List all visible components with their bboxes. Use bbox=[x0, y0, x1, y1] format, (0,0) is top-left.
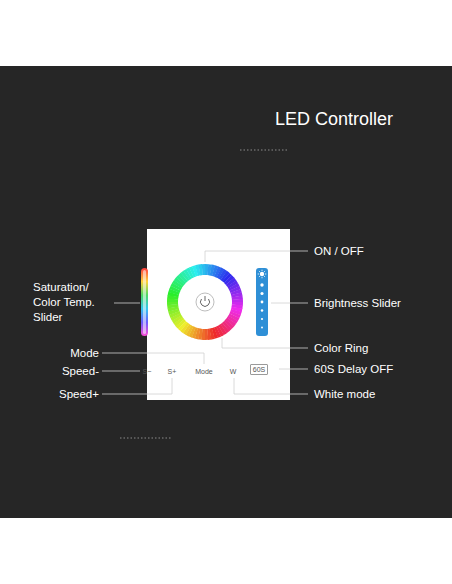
power-icon bbox=[205, 296, 206, 301]
sun-ray bbox=[265, 274, 266, 275]
brightness-dot bbox=[261, 301, 264, 304]
color-ring bbox=[167, 264, 243, 340]
dark-panel bbox=[0, 66, 452, 518]
ring-segment bbox=[167, 302, 178, 306]
sun-icon bbox=[260, 272, 264, 276]
callout-label: ON / OFF bbox=[314, 244, 364, 259]
sun-ray bbox=[262, 277, 263, 278]
sun-ray bbox=[262, 270, 263, 271]
callout-label: Mode bbox=[70, 346, 99, 361]
decor-dots bbox=[240, 149, 288, 151]
slider-highlight bbox=[143, 270, 146, 334]
button-label: S+ bbox=[168, 367, 177, 376]
sun-ray bbox=[264, 270, 266, 272]
callout-label: Speed+ bbox=[59, 387, 99, 402]
brightness-dot bbox=[261, 309, 264, 312]
ring-segment bbox=[232, 299, 243, 303]
title: LED Controller bbox=[275, 108, 393, 130]
sun-ray bbox=[258, 274, 259, 275]
decor-dots bbox=[120, 437, 172, 439]
brightness-dots bbox=[258, 270, 267, 329]
brightness-dot bbox=[260, 283, 263, 286]
callout-label: Brightness Slider bbox=[314, 296, 401, 311]
button-label: Mode bbox=[195, 367, 213, 376]
brightness-dot bbox=[261, 318, 263, 320]
brightness-dot bbox=[260, 292, 263, 295]
button-label: 60S bbox=[253, 365, 265, 374]
controller-panel bbox=[147, 229, 290, 400]
callout-label: Saturation/ Color Temp. Slider bbox=[33, 280, 115, 325]
sun-ray bbox=[258, 276, 260, 278]
saturation-slider bbox=[141, 268, 148, 336]
power-button bbox=[196, 293, 214, 311]
sun-ray bbox=[258, 270, 260, 272]
sun-ray bbox=[264, 276, 266, 278]
button-label: S− bbox=[143, 367, 152, 376]
callout-label: White mode bbox=[314, 387, 375, 402]
callout-label: Speed- bbox=[62, 364, 99, 379]
brightness-dot bbox=[261, 327, 263, 329]
ring-segment bbox=[202, 264, 206, 275]
brightness-slider bbox=[256, 268, 268, 336]
button-label: W bbox=[230, 367, 237, 376]
ring-segment bbox=[205, 329, 209, 340]
leader-lines bbox=[102, 251, 308, 394]
callout-label: 60S Delay OFF bbox=[314, 362, 393, 377]
callout-label: Color Ring bbox=[314, 341, 368, 356]
delay-button: 60S bbox=[250, 364, 268, 375]
